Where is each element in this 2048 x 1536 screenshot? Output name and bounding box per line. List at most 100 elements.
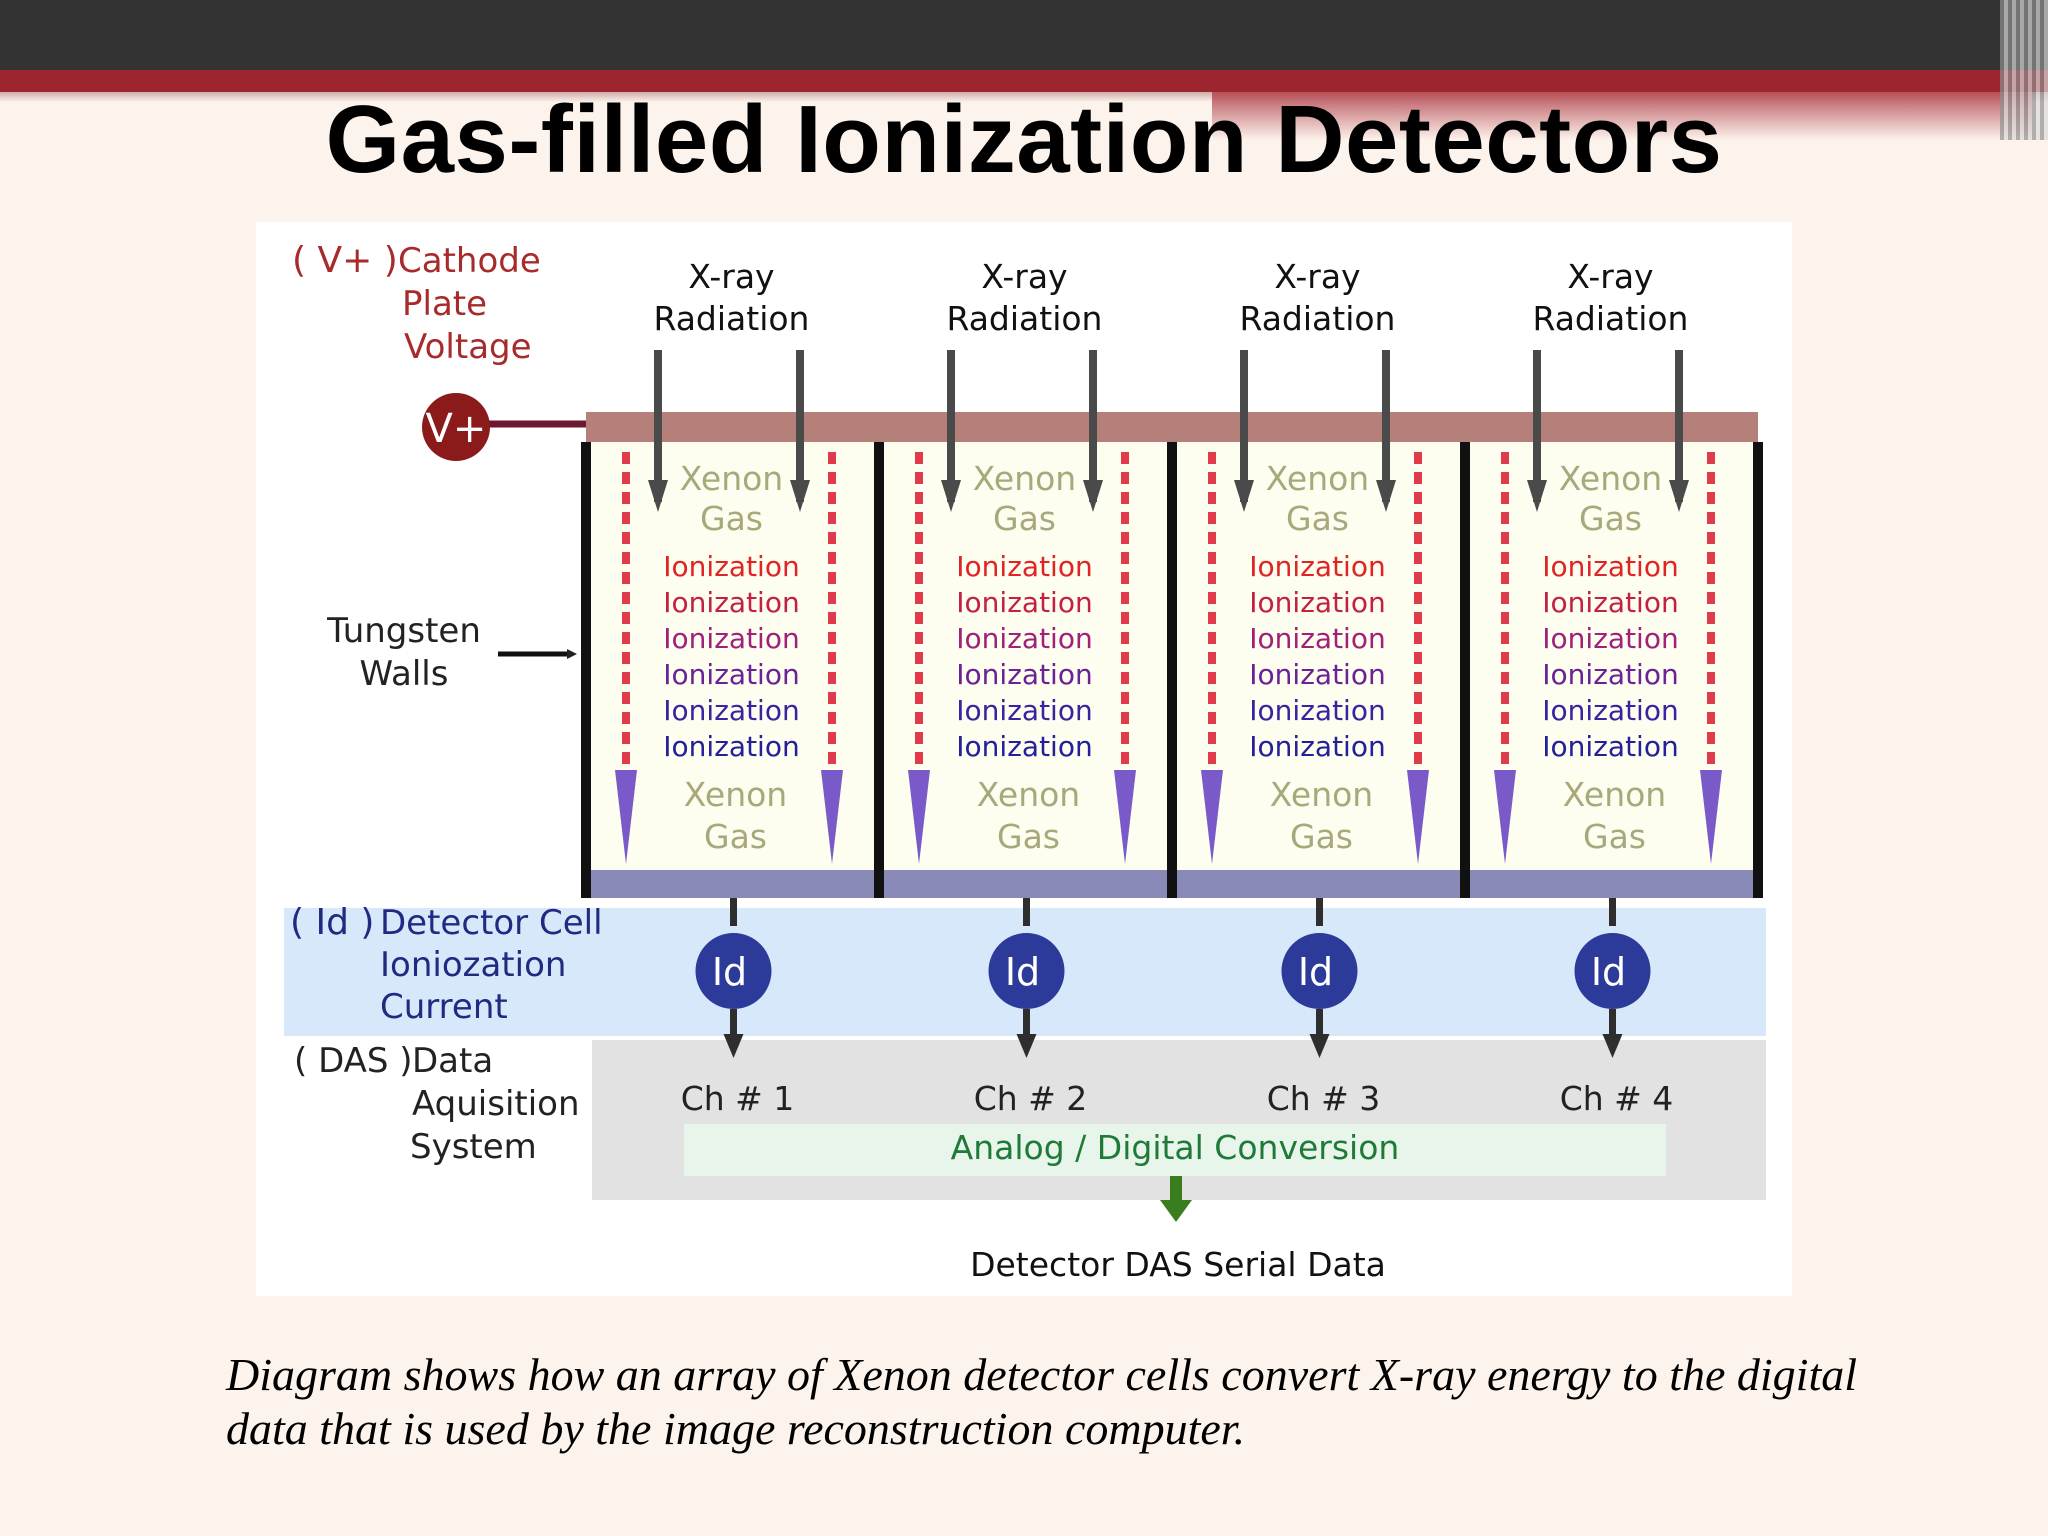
current-arrow-head — [1602, 1034, 1623, 1058]
tungsten-wall — [1460, 442, 1470, 898]
ionization-label: Ionization — [1249, 658, 1385, 691]
ionization-label: Ionization — [956, 694, 1092, 727]
channel-label: Ch # 3 — [1267, 1079, 1381, 1118]
cathode-plate — [586, 412, 1758, 442]
gas-label-line: Xenon — [973, 459, 1076, 498]
ionization-label: Ionization — [1249, 730, 1385, 763]
ionization-label: Ionization — [663, 730, 799, 763]
gas-label-line: Gas — [704, 817, 767, 856]
tungsten-wall — [874, 442, 884, 898]
ionization-label: Ionization — [956, 730, 1092, 763]
down-arrow-head — [648, 480, 668, 512]
gas-label-line: Gas — [700, 499, 763, 538]
current-arrow-head — [1309, 1034, 1330, 1058]
output-label: Detector DAS Serial Data — [970, 1245, 1386, 1284]
ionization-label: Ionization — [663, 622, 799, 655]
electron-drift-head — [615, 770, 637, 864]
current-label-line: Detector Cell — [380, 903, 603, 943]
channel-label: Ch # 2 — [974, 1079, 1088, 1118]
current-label-line: Ioniozation — [380, 945, 566, 985]
gas-label-line: Xenon — [1559, 459, 1662, 498]
ionization-label: Ionization — [1542, 622, 1678, 655]
ionization-label: Ionization — [663, 550, 799, 583]
electron-drift-head — [1201, 770, 1223, 864]
gas-label-line: Gas — [993, 499, 1056, 538]
cathode-label-line: Plate — [402, 284, 487, 324]
ionization-label: Ionization — [1542, 586, 1678, 619]
das-label-line: Aquisition — [412, 1084, 580, 1124]
ionization-label: Ionization — [1249, 694, 1385, 727]
electron-drift-head — [1494, 770, 1516, 864]
gas-label-line: Xenon — [680, 459, 783, 498]
xray-label-line: X-ray — [1274, 257, 1360, 296]
electron-drift-head — [821, 770, 843, 864]
detector-diagram: V+( V+ )CathodePlateVoltageTungstenWalls… — [284, 240, 1766, 1284]
current-circle-icon — [695, 933, 772, 1009]
gas-label-line: Xenon — [977, 775, 1080, 814]
ionization-label: Ionization — [1249, 622, 1385, 655]
down-arrow-head — [1376, 480, 1396, 512]
slide-top-bar — [0, 0, 2048, 70]
output-arrow-head — [1160, 1200, 1192, 1222]
current-circle-icon — [1574, 933, 1651, 1009]
cathode-label-prefix: ( V+ ) — [292, 240, 398, 281]
xray-label-line: Radiation — [654, 299, 810, 338]
gas-label-line: Xenon — [1266, 459, 1369, 498]
tungsten-wall — [1753, 442, 1763, 898]
xray-label-line: X-ray — [688, 257, 774, 296]
down-arrow-head — [1527, 480, 1547, 512]
slide-accent-shadow — [0, 92, 2048, 102]
current-symbol-text: Id — [1591, 950, 1626, 994]
channel-label: Ch # 4 — [1560, 1079, 1674, 1118]
xray-label-line: Radiation — [1240, 299, 1396, 338]
xray-label-line: X-ray — [1567, 257, 1653, 296]
conversion-label: Analog / Digital Conversion — [951, 1128, 1400, 1167]
das-label-line: System — [410, 1127, 537, 1167]
slide-title: Gas-filled Ionization Detectors — [325, 86, 1723, 193]
ionization-label: Ionization — [956, 658, 1092, 691]
slide-accent-bar — [0, 70, 2048, 92]
gas-label-line: Gas — [1286, 499, 1349, 538]
down-arrow-head — [1234, 480, 1254, 512]
das-label-prefix: ( DAS ) — [294, 1041, 413, 1081]
down-arrow-head — [941, 480, 961, 512]
down-arrow-head — [1669, 480, 1689, 512]
current-symbol-text: Id — [1298, 950, 1333, 994]
current-symbol-text: Id — [1005, 950, 1040, 994]
conversion-bar — [684, 1124, 1666, 1176]
current-label-prefix: ( Id ) — [290, 902, 374, 943]
cathode-label-line: Cathode — [398, 241, 541, 281]
current-arrow-head — [1016, 1034, 1037, 1058]
ionization-label: Ionization — [956, 586, 1092, 619]
slide-accent-fade — [1212, 92, 2032, 140]
current-circle-icon — [1281, 933, 1358, 1009]
ionization-label: Ionization — [1542, 550, 1678, 583]
ionization-label: Ionization — [1249, 550, 1385, 583]
gas-label-line: Gas — [1290, 817, 1353, 856]
xray-label-line: Radiation — [947, 299, 1103, 338]
gas-label-line: Gas — [1583, 817, 1646, 856]
gas-label-line: Gas — [997, 817, 1060, 856]
ionization-label: Ionization — [956, 550, 1092, 583]
gas-label-line: Xenon — [684, 775, 787, 814]
ionization-label: Ionization — [956, 622, 1092, 655]
tungsten-wall — [1167, 442, 1177, 898]
ionization-label: Ionization — [663, 586, 799, 619]
voltage-circle-icon — [422, 393, 490, 461]
gas-label-line: Xenon — [1563, 775, 1666, 814]
electron-drift-head — [1700, 770, 1722, 864]
gas-label-line: Gas — [1579, 499, 1642, 538]
ionization-label: Ionization — [1542, 730, 1678, 763]
electron-drift-head — [1114, 770, 1136, 864]
slide-corner-stripes — [2000, 0, 2048, 140]
current-label-line: Current — [380, 987, 508, 1027]
ionization-label: Ionization — [1542, 658, 1678, 691]
xray-label-line: Radiation — [1533, 299, 1689, 338]
down-arrow-head — [1083, 480, 1103, 512]
electron-drift-head — [1407, 770, 1429, 864]
electron-drift-head — [908, 770, 930, 864]
tungsten-label-line: Walls — [360, 654, 449, 694]
cathode-label-line: Voltage — [404, 327, 532, 367]
ionization-label: Ionization — [663, 694, 799, 727]
